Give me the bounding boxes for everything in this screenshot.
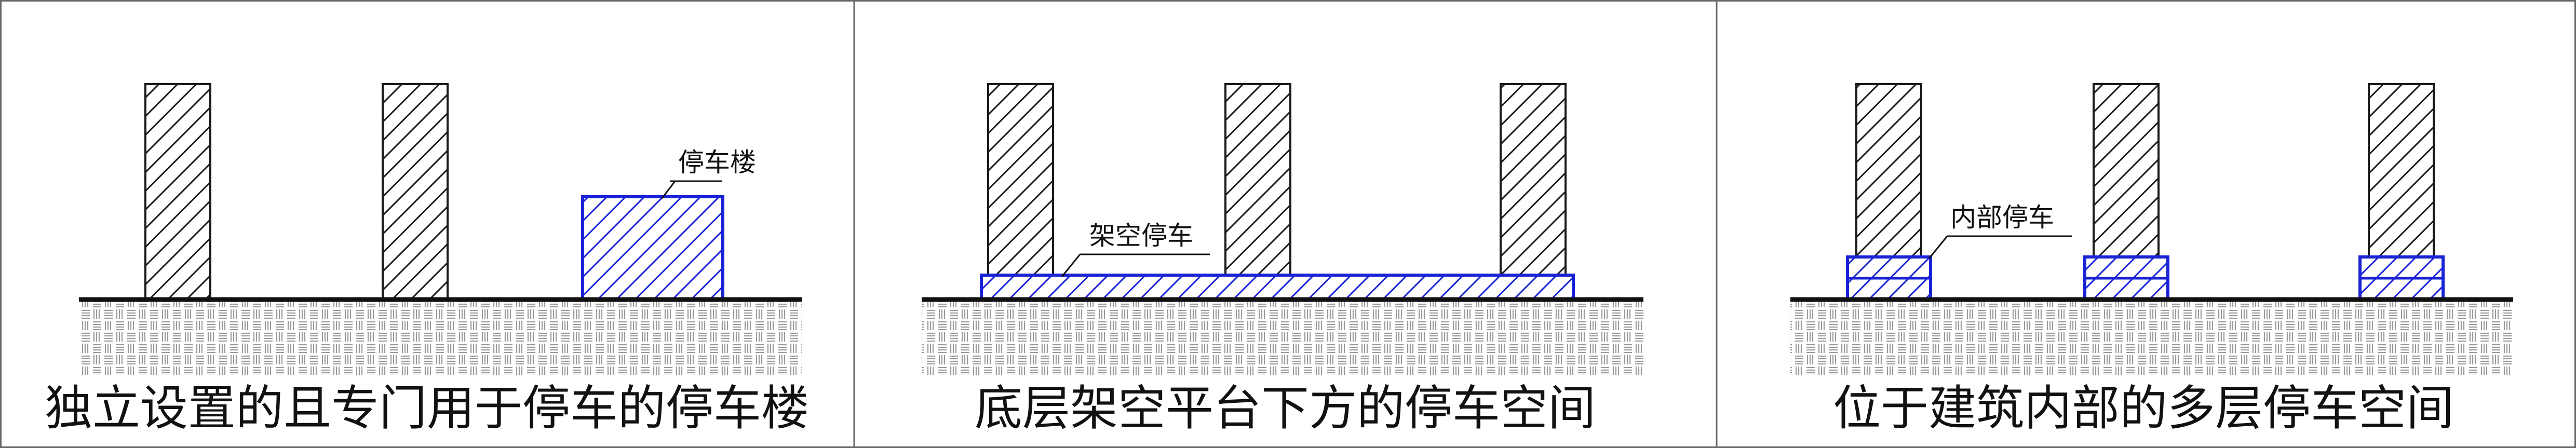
panel-standalone-parking: 停车楼 独立设置的且专门用于停车的停车楼 [45,83,809,436]
building-tower [1855,83,1922,258]
building-tower [1224,83,1291,276]
panel-caption: 底层架空平台下方的停车空间 [975,381,1596,436]
soil-ground [1790,300,2513,375]
panel-internal-parking: 内部停车 位于建筑内部的多层停车空间 [1790,83,2513,436]
soil-ground [922,300,1643,375]
elevated-parking-label: 架空停车 [1089,221,1193,251]
soil-ground [79,300,802,375]
building-tower [987,83,1054,276]
panel-elevated-parking: 架空停车 底层架空平台下方的停车空间 [922,83,1643,436]
label-leader [1928,236,1948,259]
panel-caption: 位于建筑内部的多层停车空间 [1833,381,2454,436]
internal-parking-label: 内部停车 [1950,202,2054,233]
building-tower [1500,83,1567,276]
building-tower [2368,83,2435,258]
label-leader [1061,254,1081,277]
panel-caption: 独立设置的且专门用于停车的停车楼 [45,381,809,436]
building-tower [382,83,449,301]
label-leader [661,181,676,199]
building-tower [2093,83,2160,258]
elevated-parking-deck [980,274,1575,301]
parking-building-label: 停车楼 [678,147,756,178]
building-tower [144,83,211,301]
parking-building [581,195,724,301]
